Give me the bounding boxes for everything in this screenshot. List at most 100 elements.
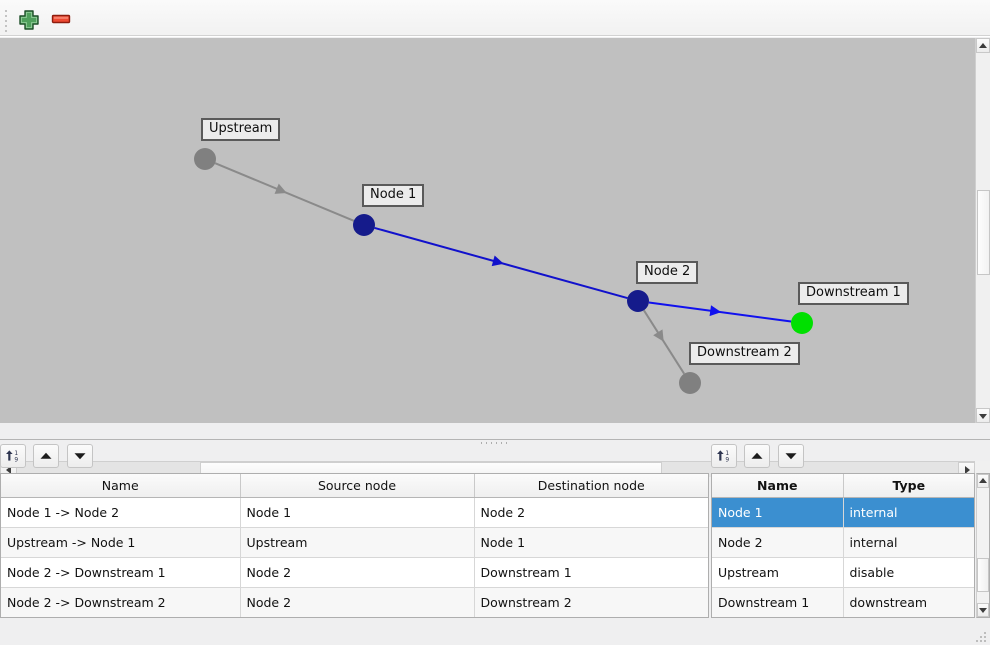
- nodes-table-cell[interactable]: internal: [843, 497, 974, 528]
- nodes-table-header-1[interactable]: Type: [843, 474, 974, 498]
- edges-table-header-0[interactable]: Name: [1, 474, 241, 498]
- splitter-line: [0, 439, 990, 440]
- edges-table-cell[interactable]: Upstream: [240, 527, 475, 558]
- nodes-table-cell[interactable]: internal: [843, 527, 974, 558]
- toolbar-divider-highlight: [0, 36, 990, 37]
- nodes-table-row-empty: [712, 618, 974, 619]
- triangle-left-icon: [5, 465, 11, 474]
- nodes-table-cell[interactable]: Node 1: [712, 497, 844, 528]
- edges-table-cell[interactable]: Upstream -> Node 1: [1, 527, 241, 558]
- graph-node-label-downstream2[interactable]: Downstream 2: [689, 342, 800, 365]
- graph-edge-arrow-upstream-node1: [274, 183, 287, 194]
- edges-table-cell[interactable]: Node 2: [240, 557, 475, 588]
- graph-node-downstream2[interactable]: [679, 372, 701, 394]
- plus-icon: [19, 10, 39, 30]
- graph-node-node2[interactable]: [627, 290, 649, 312]
- graph-node-downstream1[interactable]: [791, 312, 813, 334]
- horizontal-splitter[interactable]: [0, 439, 990, 447]
- edges-move-up-button[interactable]: [33, 444, 59, 468]
- status-strip: [0, 621, 990, 645]
- graph-edge-arrow-node1-node2: [491, 255, 504, 267]
- edges-sort-button[interactable]: 1 9: [0, 444, 26, 468]
- graph-node-upstream[interactable]: [194, 148, 216, 170]
- toolbar-drag-handle[interactable]: [5, 10, 10, 32]
- triangle-down-icon: [979, 608, 987, 613]
- main-toolbar: [0, 0, 990, 37]
- graph-edge-node2-downstream2[interactable]: [643, 309, 685, 375]
- triangle-down-icon: [785, 453, 797, 460]
- nodes-move-up-button[interactable]: [744, 444, 770, 468]
- nodes-table-scrollbar[interactable]: [976, 473, 990, 618]
- nodes-table-cell[interactable]: Downstream 1: [712, 587, 844, 617]
- triangle-down-icon: [979, 413, 987, 419]
- add-node-button[interactable]: [16, 7, 42, 31]
- graph-edge-arrow-node2-downstream1: [709, 305, 722, 317]
- edges-table-row-empty: [1, 618, 708, 619]
- scroll-down-button[interactable]: [976, 408, 990, 423]
- sort-ascending-icon: 1 9: [6, 450, 18, 464]
- nodes-table-cell-empty: [712, 618, 843, 619]
- edges-table-cell[interactable]: Node 2 -> Downstream 2: [1, 587, 241, 617]
- graph-node-node1[interactable]: [353, 214, 375, 236]
- nodes-table-cell[interactable]: Node 2: [712, 527, 844, 558]
- graph-node-label-node1[interactable]: Node 1: [362, 184, 425, 207]
- scroll-up-button[interactable]: [976, 38, 990, 53]
- triangle-up-icon: [751, 452, 763, 459]
- edges-table-cell-empty: [1, 618, 240, 619]
- edges-table-cell-empty: [240, 618, 474, 619]
- scroll-up-button[interactable]: [977, 474, 989, 488]
- graph-vertical-scrollbar[interactable]: [975, 38, 990, 423]
- edges-move-down-button[interactable]: [67, 444, 93, 468]
- graph-node-label-upstream[interactable]: Upstream: [201, 118, 281, 141]
- nodes-table-header-0[interactable]: Name: [712, 474, 844, 498]
- triangle-right-icon: [964, 465, 970, 474]
- edges-table-cell[interactable]: Node 1: [240, 497, 475, 528]
- triangle-up-icon: [979, 42, 987, 48]
- nodes-table-cell[interactable]: downstream: [843, 587, 974, 617]
- edges-table-cell[interactable]: Node 1: [474, 527, 708, 558]
- edges-table-cell[interactable]: Node 2: [240, 587, 475, 617]
- edges-table-cell[interactable]: Downstream 2: [474, 587, 708, 617]
- edges-table-cell[interactable]: Downstream 1: [474, 557, 708, 588]
- edges-table-cell[interactable]: Node 2: [474, 497, 708, 528]
- graph-node-label-node2[interactable]: Node 2: [636, 261, 699, 284]
- nodes-move-down-button[interactable]: [778, 444, 804, 468]
- svg-text:9: 9: [725, 457, 729, 464]
- remove-node-button[interactable]: [48, 7, 74, 31]
- window-resize-grip[interactable]: [976, 632, 987, 643]
- toolbar-divider: [0, 35, 990, 36]
- scroll-down-button[interactable]: [977, 603, 989, 617]
- triangle-up-icon: [979, 478, 987, 483]
- svg-text:1: 1: [14, 450, 18, 457]
- edges-table-cell[interactable]: Node 2 -> Downstream 1: [1, 557, 241, 588]
- nodes-table-cell[interactable]: Upstream: [712, 557, 844, 588]
- vertical-scrollbar-thumb[interactable]: [977, 190, 990, 275]
- splitter-grip[interactable]: [481, 442, 511, 445]
- nodes-table-cell[interactable]: disable: [843, 557, 974, 588]
- nodes-sort-button[interactable]: 1 9: [711, 444, 737, 468]
- edges-table-cell[interactable]: Node 1 -> Node 2: [1, 497, 241, 528]
- graph-node-label-downstream1[interactable]: Downstream 1: [798, 282, 909, 305]
- edges-table-header-2[interactable]: Destination node: [474, 474, 708, 498]
- edges-table-header-1[interactable]: Source node: [240, 474, 475, 498]
- nodes-scrollbar-thumb[interactable]: [977, 558, 989, 592]
